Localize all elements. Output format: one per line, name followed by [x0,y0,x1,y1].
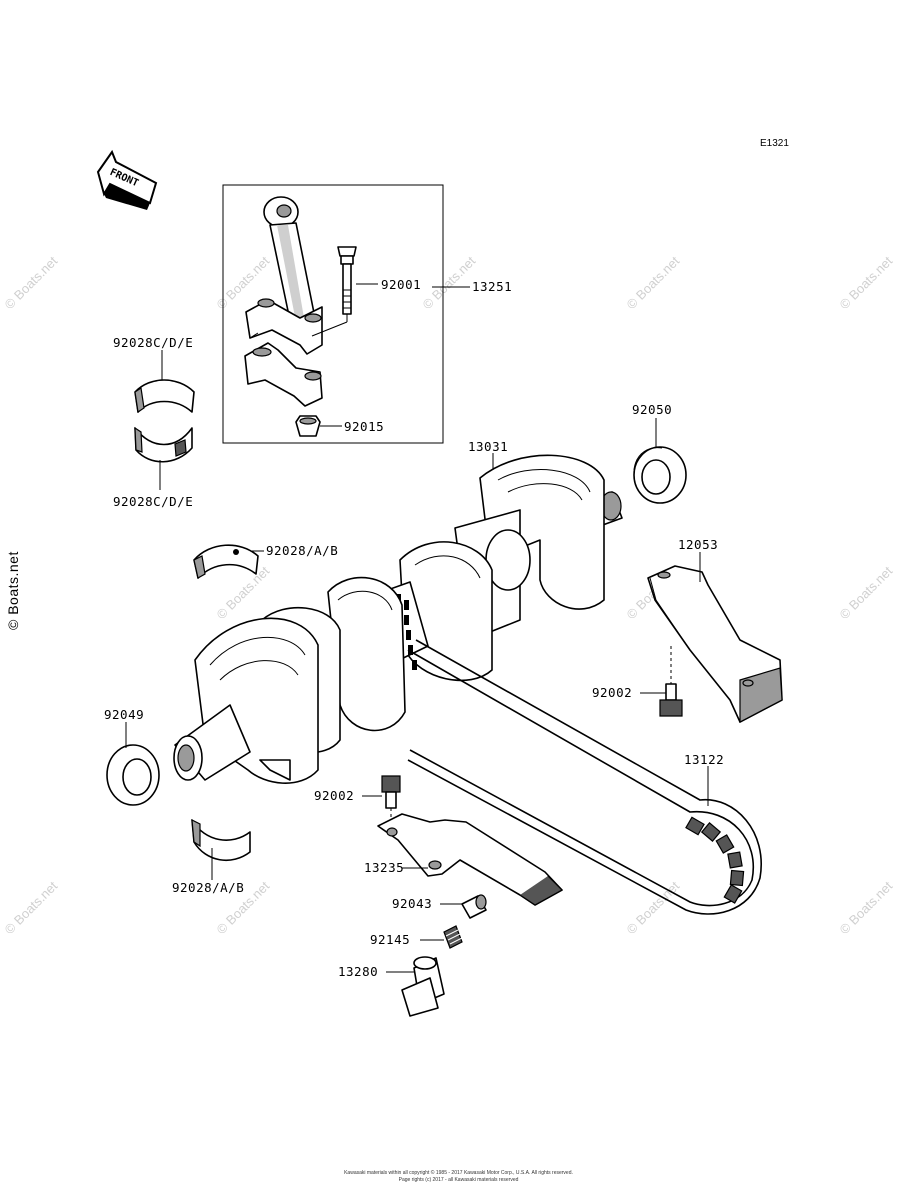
connecting-rod [245,196,323,355]
label-13031: 13031 [468,439,508,454]
label-12053: 12053 [678,537,718,552]
conrod-nut [295,415,321,437]
label-92028ab-upper: 92028/A/B [266,543,338,558]
bolt-92002-left [381,775,401,830]
watermark: © Boats.net [837,253,896,312]
footer-copyright-line1: Kawasaki materials within all copyright … [344,1170,573,1176]
watermark: © Boats.net [837,878,896,937]
chain-guide-bracket [647,565,783,723]
label-13280: 13280 [338,964,378,979]
label-92145: 92145 [370,932,410,947]
label-92028cde-top: 92028C/D/E [113,335,193,350]
watermark: © Boats.net [2,878,61,937]
oil-seal-right [633,446,687,504]
side-watermark: © Boats.net [5,551,21,630]
crankshaft [173,454,623,784]
label-92002-right: 92002 [592,685,632,700]
label-92001: 92001 [381,277,421,292]
label-92050: 92050 [632,402,672,417]
tensioner-plunger [461,894,487,919]
watermark: © Boats.net [624,878,683,937]
label-92043: 92043 [392,896,432,911]
tensioner-bolt [401,956,445,1017]
bearing-shell-upper [134,379,195,414]
rod-cap [244,342,323,407]
label-92028cde-bottom: 92028C/D/E [113,494,193,509]
label-92015: 92015 [344,419,384,434]
bolt-92002-right [659,646,683,717]
watermark: © Boats.net [837,563,896,622]
watermark: © Boats.net [214,563,273,622]
label-92002-left: 92002 [314,788,354,803]
label-92028ab-lower: 92028/A/B [172,880,244,895]
watermark: © Boats.net [420,253,479,312]
conrod-bolt [311,246,357,337]
label-13251: 13251 [472,279,512,294]
watermark: © Boats.net [624,253,683,312]
main-bearing-lower [191,818,251,861]
label-13122: 13122 [684,752,724,767]
chain-links [685,816,745,904]
tensioner-spring [443,925,463,949]
main-bearing-upper [193,544,259,579]
watermark: © Boats.net [2,253,61,312]
label-92049: 92049 [104,707,144,722]
footer-copyright-line2: Page rights (c) 2017 - all Kawasaki mate… [398,1177,519,1183]
label-13235: 13235 [364,860,404,875]
oil-seal-left [106,744,160,806]
diagram-id: E1321 [760,138,789,149]
front-arrow-icon: FRONT [96,149,158,210]
timing-chain [407,639,762,915]
bearing-shell-lower [134,426,193,463]
conrod-assembly-box [222,184,444,444]
part-labels: 92001 13251 92015 92028C/D/E 92028C/D/E … [104,277,724,979]
